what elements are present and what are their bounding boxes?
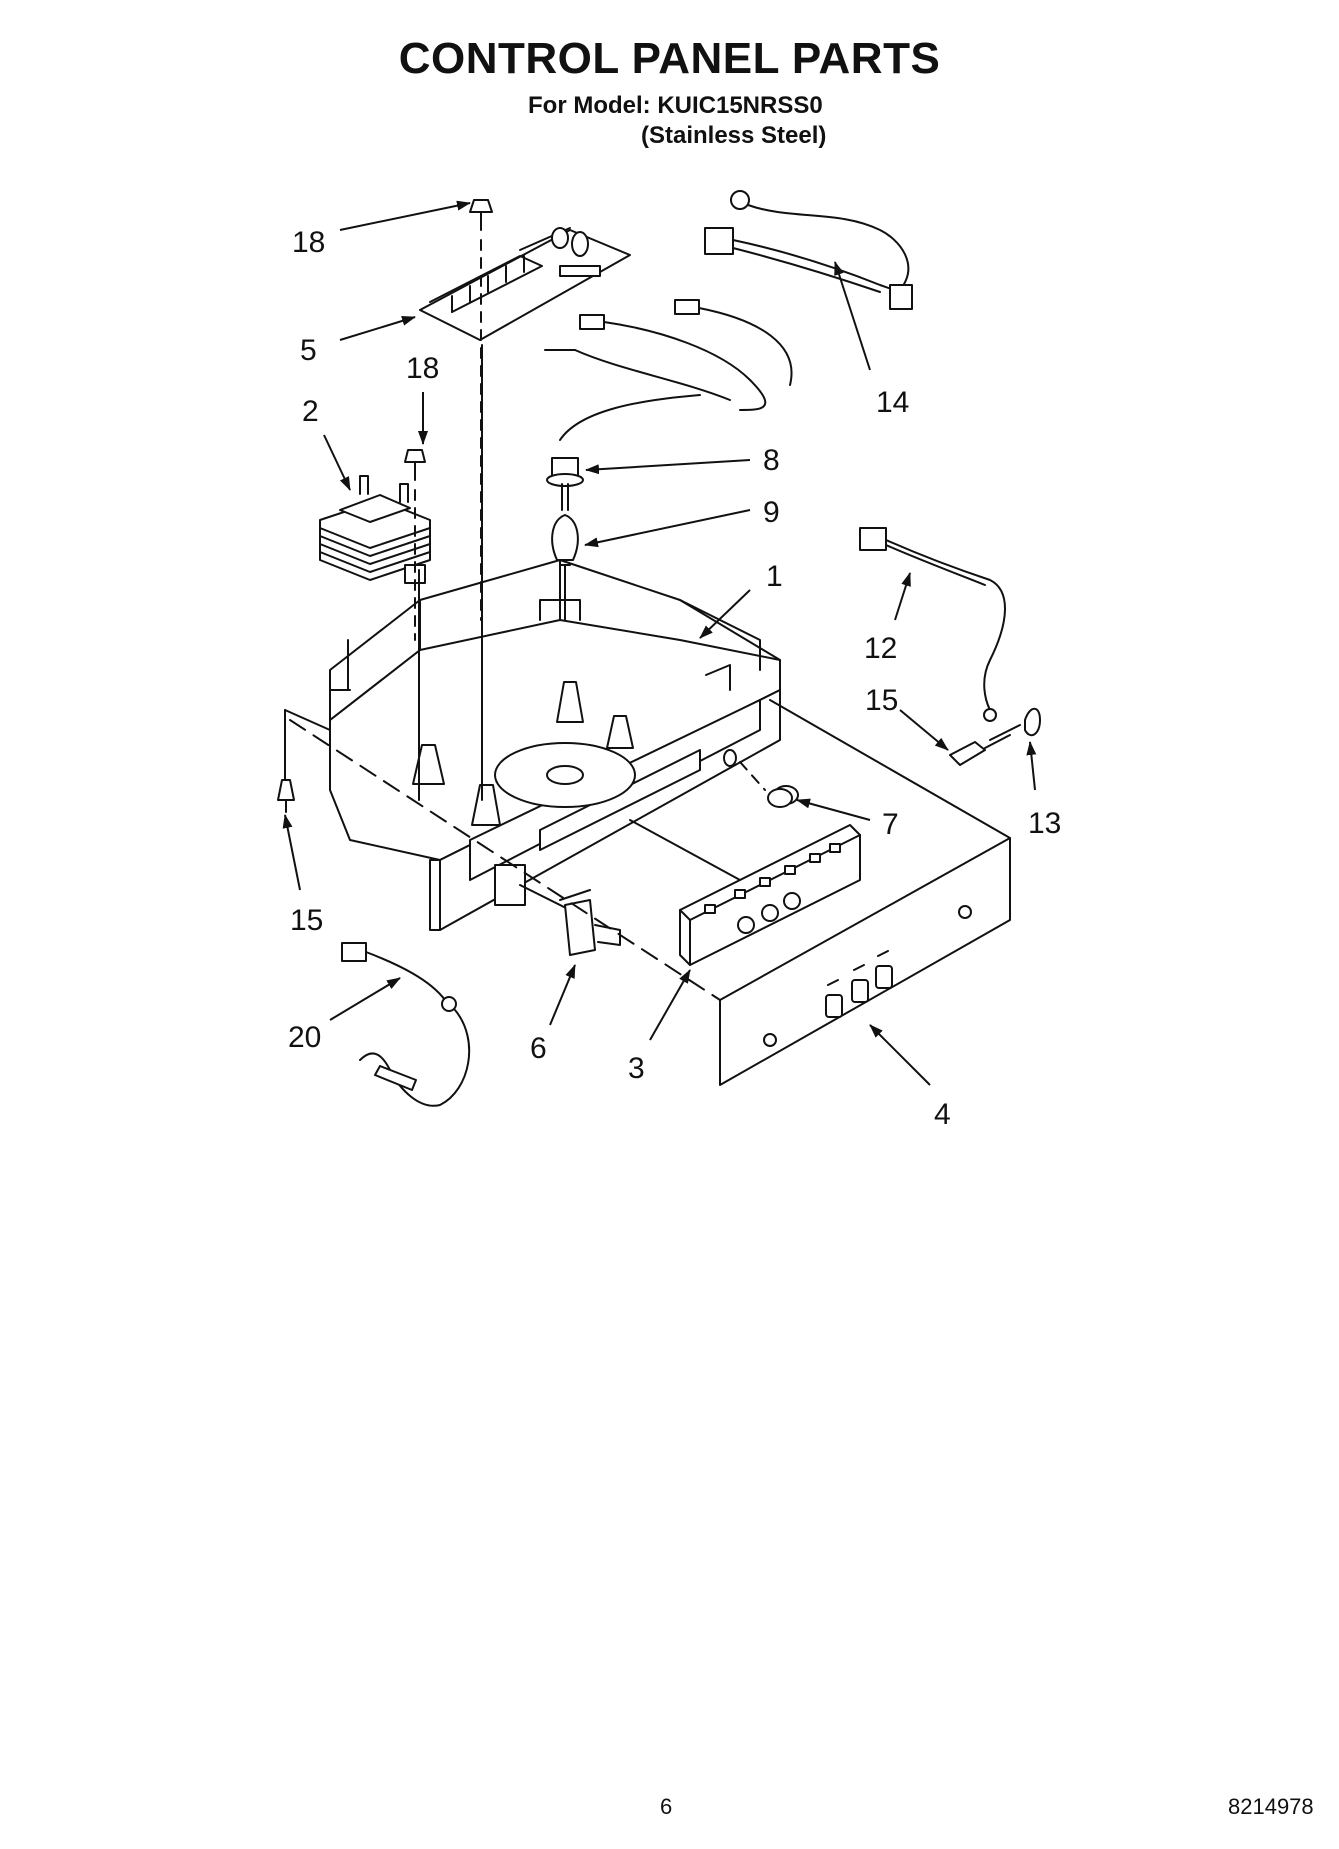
wire-leads (544, 299, 793, 441)
sensor-lead (859, 527, 1006, 722)
wire-harness-upper (704, 190, 913, 310)
screw-left (277, 779, 295, 813)
light-socket-and-bulb (546, 457, 584, 566)
callout-1: 1 (766, 560, 783, 593)
leader-lines (418, 344, 566, 801)
callout-18-top: 18 (292, 226, 325, 259)
callout-9: 9 (763, 496, 780, 529)
callout-8: 8 (763, 444, 780, 477)
callout-arrows (282, 200, 1037, 1086)
callout-14: 14 (876, 386, 909, 419)
callout-4: 4 (934, 1098, 951, 1131)
callout-7: 7 (882, 808, 899, 841)
callout-20: 20 (288, 1021, 321, 1054)
transformer (319, 475, 431, 584)
page-number: 6 (660, 1794, 673, 1819)
callout-18-mid: 18 (406, 352, 439, 385)
push-button (739, 761, 799, 808)
page-title: CONTROL PANEL PARTS (398, 34, 941, 83)
callout-labels: 18 5 18 2 14 8 9 1 12 15 13 7 15 20 6 3 … (288, 226, 1061, 1131)
control-housing (284, 559, 781, 931)
material-label: (Stainless Steel) (641, 122, 827, 149)
callout-5: 5 (300, 334, 317, 367)
screw-mid (404, 449, 426, 641)
callout-15-left: 15 (290, 904, 323, 937)
screw-right (949, 734, 1011, 766)
front-overlay-panel (289, 699, 1011, 1086)
document-number: 8214978 (1228, 1794, 1314, 1819)
rocker-switch (559, 889, 621, 956)
thermistor-lead (341, 942, 471, 1107)
control-board (419, 227, 631, 341)
callout-2: 2 (302, 395, 319, 428)
callout-12: 12 (864, 632, 897, 665)
model-label: For Model: KUIC15NRSS0 (528, 92, 823, 119)
callout-6: 6 (530, 1032, 547, 1065)
callout-13: 13 (1028, 807, 1061, 840)
control-keypad (629, 819, 861, 966)
ground-clip (989, 707, 1041, 741)
callout-15-right: 15 (865, 684, 898, 717)
callout-3: 3 (628, 1052, 645, 1085)
